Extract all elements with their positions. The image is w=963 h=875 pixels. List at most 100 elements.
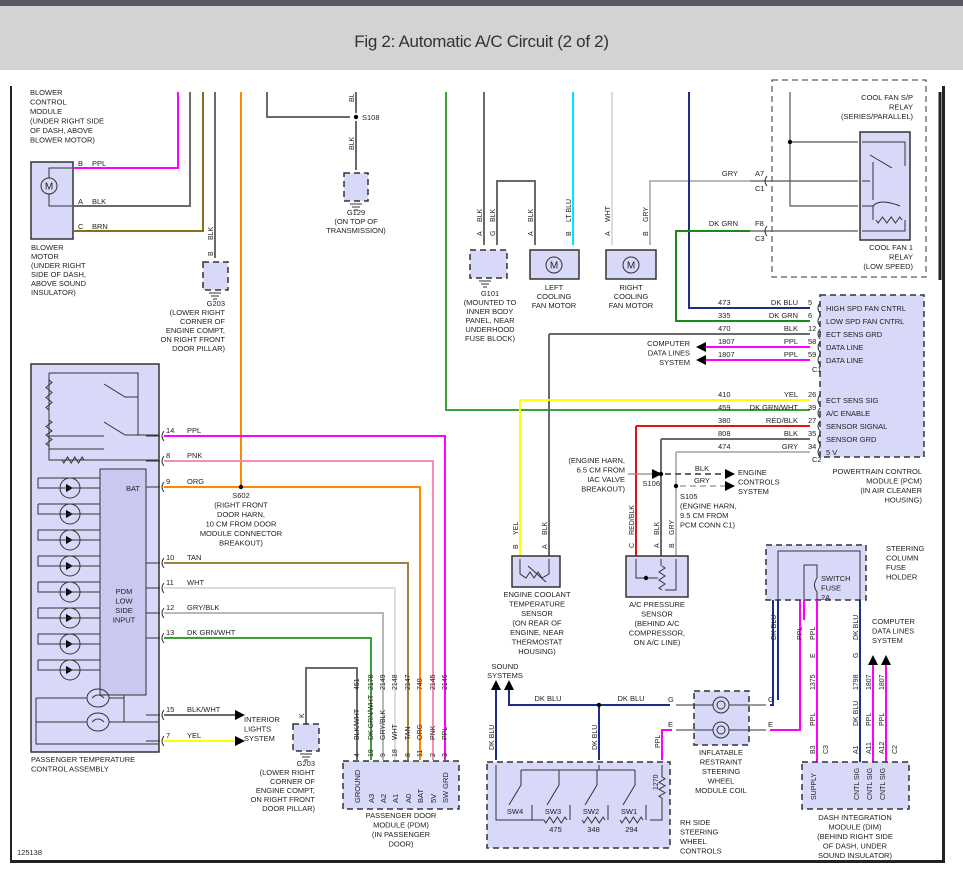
pdm-pin-function: BAT <box>416 789 425 803</box>
pcm-pin-function: DATA LINE <box>826 356 863 365</box>
circuit-number: 474 <box>718 442 731 451</box>
wire-ppl-blower <box>74 92 179 169</box>
ac-pressure-label: (BEHIND A/C <box>634 619 680 628</box>
led-wire <box>37 555 100 567</box>
diagram-frame <box>10 86 945 863</box>
s105-label: 9.5 CM FROM <box>680 511 728 520</box>
circuit-number: 2145 <box>430 674 437 690</box>
wire-color-label: RED/BLK <box>766 416 798 425</box>
interior-lights-label: LIGHTS <box>244 725 271 734</box>
wire-color-label: PPL <box>879 713 886 726</box>
connector-label: C3 <box>823 745 830 754</box>
pdm-pin-function: GROUND <box>353 769 362 803</box>
g129-label: TRANSMISSION) <box>326 226 386 235</box>
dim-pin-function: CNTL SIG <box>880 768 887 800</box>
s602-label: (RIGHT FRONT <box>214 501 268 510</box>
connector-icon <box>817 341 821 353</box>
arrow-right-icon <box>652 469 662 479</box>
s602-label: MODULE CONNECTOR <box>200 529 283 538</box>
bat-label: BAT <box>126 484 140 493</box>
pdm-pin-function: SW GRD <box>441 772 450 803</box>
coil-label: MODULE COIL <box>695 786 747 795</box>
pin-label: 18 <box>392 749 399 757</box>
pdm-label: (IN PASSENGER <box>372 830 431 839</box>
pdm-label: DOOR) <box>389 840 415 849</box>
s602-label: BREAKOUT) <box>219 539 263 548</box>
wire-color-label: BLK <box>542 521 549 535</box>
wire-color-label: DK BLU <box>617 694 644 703</box>
circuit-number: 1807 <box>718 350 735 359</box>
wire-color-label: DK GRN/WHT <box>368 694 375 740</box>
wire-color-label: DK BLU <box>771 615 778 640</box>
wire-relay-internal <box>789 92 858 207</box>
connector-label: C1 <box>812 365 822 374</box>
coil-label: INFLATABLE <box>699 748 743 757</box>
g203-top-label: ON RIGHT FRONT <box>161 335 226 344</box>
sp-relay-label: (SERIES/PARALLEL) <box>841 112 913 121</box>
ground-icon <box>479 280 491 288</box>
wire-color-label: BLK <box>695 464 709 473</box>
pin-label: 9 <box>380 753 387 757</box>
splice-dot <box>643 575 649 581</box>
pdm-pin-function: A0 <box>404 794 413 803</box>
wire-color-label: GRY <box>722 169 738 178</box>
pin-label: A1 <box>853 745 860 754</box>
s105-dot <box>673 483 679 489</box>
wire-ptca-9 <box>164 486 421 760</box>
ect-sensor-label: HOUSING) <box>518 647 556 656</box>
ptca-label: PASSENGER TEMPERATURE <box>31 755 135 764</box>
wire-color-label: GRY <box>782 442 798 451</box>
circuit-number: 470 <box>718 324 731 333</box>
pin-label: A12 <box>879 741 886 754</box>
wire-color-label: DK GRN/WHT <box>750 403 799 412</box>
pin-label: 11 <box>417 750 424 757</box>
ground-icon <box>209 292 221 300</box>
fan1-relay-label: COOL FAN 1 <box>869 243 913 252</box>
pcm-pin-function: DATA LINE <box>826 343 863 352</box>
clockspring-icon <box>712 721 730 739</box>
wire-color-label: BLK/WHT <box>354 708 361 740</box>
blower-module-label: OF DASH, ABOVE <box>30 126 93 135</box>
right-fan-label: RIGHT <box>619 283 643 292</box>
pin-label: B3 <box>810 745 817 754</box>
cool-fan-1-relay-box <box>859 131 911 241</box>
pin-label: G <box>490 231 497 236</box>
wire-ptca-12 <box>164 612 384 760</box>
blower-motor-label: (UNDER RIGHT <box>31 261 86 270</box>
blower-module-label: CONTROL <box>30 98 67 107</box>
pin-label: 34 <box>808 442 816 451</box>
wire-ppl-coil-e-right <box>770 600 801 731</box>
pin-label: 27 <box>808 416 816 425</box>
wire-color-label: YEL <box>784 390 798 399</box>
resistor-icon <box>543 816 568 824</box>
pin-label: G <box>668 695 674 704</box>
wire-color-label: YEL <box>187 731 201 740</box>
potentiometer-icon <box>658 565 666 591</box>
g129-label: G129 <box>347 208 365 217</box>
pin-label: 8 <box>405 753 412 757</box>
pdm-pin-function: A2 <box>379 794 388 803</box>
wire-color-label: ORG <box>417 724 424 740</box>
wire-color-label: PPL <box>655 735 662 748</box>
splice-dot <box>787 139 793 145</box>
arrow-up-icon <box>868 655 878 665</box>
g101-ground-box <box>469 249 508 279</box>
wire-color-label: DK BLU <box>489 725 496 750</box>
wire-color-label: LT BLU <box>566 199 573 222</box>
motor-glyph: M <box>45 182 53 193</box>
wire-color-label: PPL <box>797 627 804 640</box>
ptca-lamp-wiring <box>35 695 158 745</box>
circuit-number: 459 <box>718 403 731 412</box>
switch-label: SW2 <box>583 807 599 816</box>
pin-label: E <box>668 720 673 729</box>
figure-id: 125138 <box>17 848 42 857</box>
resistor-icon <box>45 379 53 411</box>
pdm-pin-function: A1 <box>391 794 400 803</box>
pin-label: 7 <box>166 731 170 740</box>
g101-label: INNER BODY <box>467 307 514 316</box>
wire-color-label: DK BLU <box>853 701 860 726</box>
pdm-low-side-input-label: SIDE <box>115 606 133 615</box>
pin-label: 6 <box>808 311 812 320</box>
dim-label: MODULE (DIM) <box>829 823 882 832</box>
